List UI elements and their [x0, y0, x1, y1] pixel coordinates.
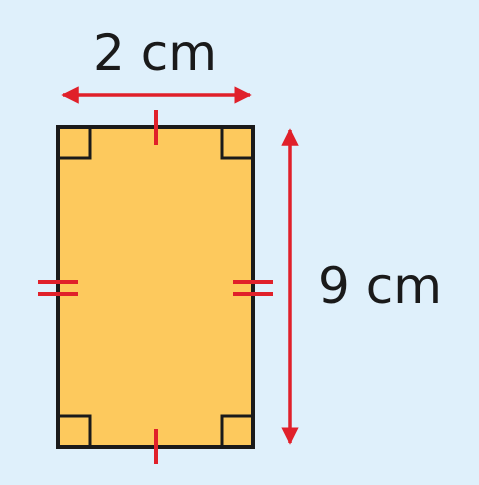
right-angle-markers	[58, 127, 253, 447]
right-angle-bottom-left	[58, 414, 92, 447]
rectangle	[56, 125, 255, 449]
right-angle-top-right	[220, 127, 253, 160]
right-angle-bottom-right	[220, 414, 253, 447]
double-tick-marks	[38, 280, 273, 296]
right-angle-top-left	[58, 127, 92, 160]
height-label: 9 cm	[318, 257, 442, 315]
width-label: 2 cm	[93, 24, 217, 82]
